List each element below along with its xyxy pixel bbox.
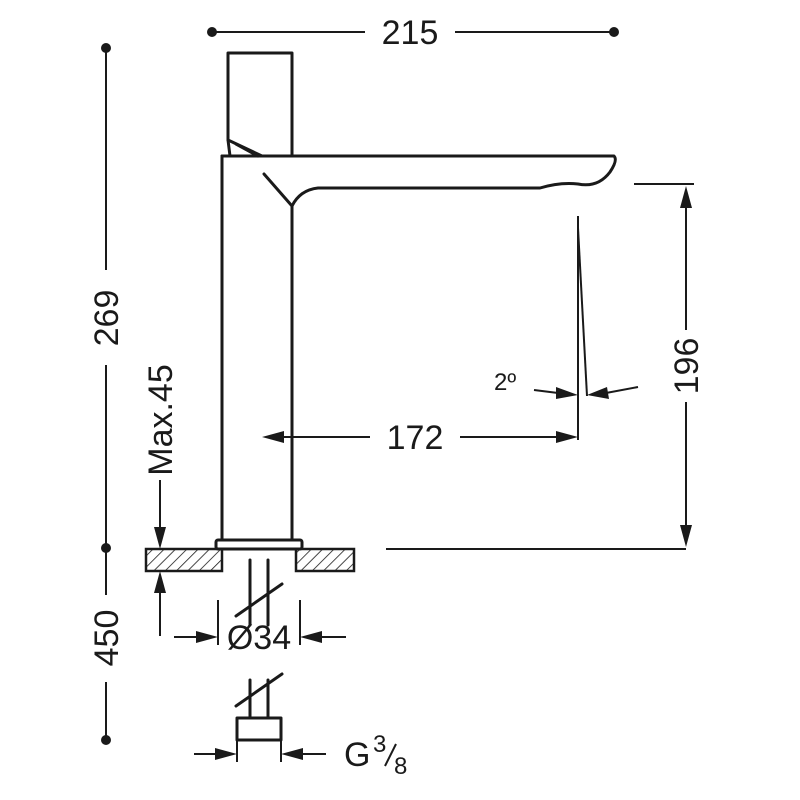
diameter-dimension: Ø34 bbox=[174, 600, 346, 657]
countertop bbox=[144, 547, 686, 573]
height-label: 269 bbox=[88, 290, 126, 347]
spout-reach-label: 172 bbox=[387, 419, 444, 457]
angle-label: 2º bbox=[494, 369, 516, 396]
spout-height-dimension: 196 bbox=[634, 183, 706, 547]
max-thickness-label: Max.45 bbox=[142, 364, 180, 476]
width-dimension: 215 bbox=[207, 14, 619, 52]
spout-reach-dimension: 172 bbox=[262, 419, 578, 457]
thread-connector bbox=[235, 716, 283, 742]
max-thickness-dimension: Max.45 bbox=[142, 364, 180, 636]
hose bbox=[234, 558, 284, 742]
hose-label: 450 bbox=[88, 610, 126, 667]
height-dimension: 269 bbox=[88, 43, 126, 553]
body-column bbox=[220, 154, 294, 542]
water-stream-angle: 2º bbox=[494, 216, 639, 440]
spout-height-label: 196 bbox=[668, 338, 706, 395]
base-plate bbox=[214, 538, 304, 551]
thread-label: G bbox=[344, 736, 370, 774]
handle bbox=[226, 51, 294, 158]
spout bbox=[220, 154, 617, 208]
faucet-body bbox=[214, 51, 617, 551]
thread-numerator: 3 bbox=[373, 731, 386, 758]
thread-denominator: 8 bbox=[394, 753, 407, 780]
width-label: 215 bbox=[382, 14, 439, 52]
diameter-label: Ø34 bbox=[227, 619, 291, 657]
thread-dimension: G 3 8 bbox=[194, 731, 407, 780]
hose-dimension: 450 bbox=[88, 548, 126, 745]
